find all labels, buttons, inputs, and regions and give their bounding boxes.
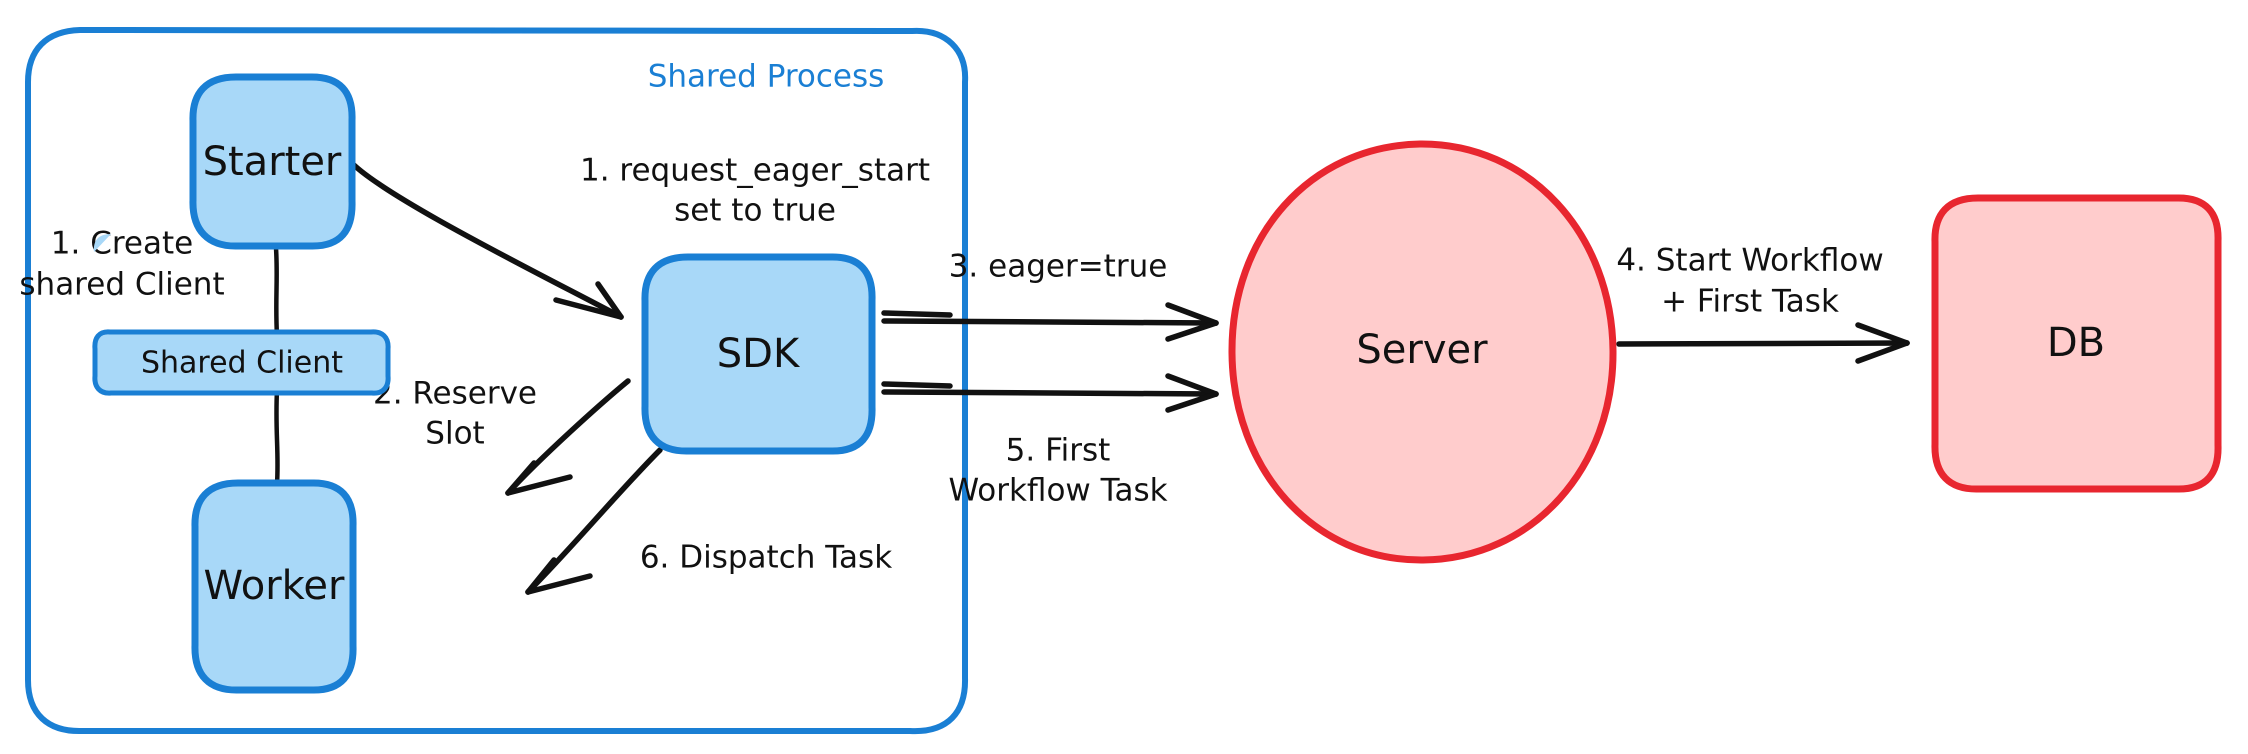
edge-create-shared-client-label: 1. Create shared Client [19, 226, 224, 303]
node-db[interactable]: DB [1931, 194, 2222, 493]
node-shared-client-label: Shared Client [141, 346, 343, 381]
node-db-fill [1934, 197, 2219, 490]
edge-first-workflow-task-arrowhead-a [1165, 373, 1219, 397]
edge-dispatch-task-arrowhead-b [525, 573, 593, 595]
node-sdk-fill [644, 256, 873, 452]
node-starter-border [189, 73, 356, 250]
edge-start-workflow-label-line1: 4. Start Workflow [1616, 243, 1883, 279]
group-shared-process[interactable]: Shared Process [25, 27, 969, 735]
edge-reserve-slot-arrowhead-a [505, 460, 537, 496]
edge-eager-true-line [881, 318, 1219, 326]
node-worker-border [191, 479, 357, 694]
node-server-fill [1232, 144, 1613, 560]
edge-reserve-slot[interactable]: 2. Reserve Slot [373, 376, 631, 496]
node-shared-client[interactable]: Shared Client [92, 234, 391, 396]
edge-first-workflow-task-line [881, 389, 1219, 397]
edge-first-workflow-task-arrowhead-b [1165, 391, 1219, 413]
edge-shared-client-worker-line [274, 387, 280, 487]
edge-start-workflow-arrowhead-a [1855, 322, 1910, 346]
node-shared-client-fill-helper [93, 234, 111, 252]
node-shared-client-border [92, 329, 391, 396]
edge-eager-true-arrowhead-b [1165, 320, 1219, 342]
edge-first-workflow-task-label-line2: Workflow Task [948, 473, 1167, 509]
node-server-border [1228, 140, 1617, 564]
edge-eager-true-line-dup [881, 310, 953, 318]
edge-eager-true[interactable]: 3. eager=true [881, 249, 1219, 342]
node-worker-label: Worker [204, 563, 345, 609]
edge-create-shared-client-label-line1: 1. Create [51, 226, 193, 262]
edge-start-workflow-arrowhead-b [1855, 340, 1910, 364]
edge-dispatch-task-arrowhead-a [525, 557, 557, 595]
edge-request-eager-start-arrowhead-b [553, 297, 624, 320]
node-sdk[interactable]: SDK [641, 253, 876, 455]
group-shared-process-border [25, 27, 969, 735]
edge-reserve-slot-arrowhead-b [505, 474, 573, 496]
node-starter-fill [193, 76, 353, 247]
edge-start-workflow[interactable]: 4. Start Workflow + First Task [1616, 243, 1910, 364]
edge-first-workflow-task-label-line1: 5. First [1006, 433, 1111, 469]
node-db-border [1931, 194, 2222, 493]
edge-reserve-slot-label-line1: 2. Reserve [373, 376, 537, 412]
node-sdk-label: SDK [717, 331, 801, 377]
edge-first-workflow-task-line-dup [881, 381, 953, 389]
node-starter[interactable]: Starter [189, 73, 356, 250]
edge-create-shared-client-line [273, 245, 280, 339]
node-worker-fill [194, 482, 354, 691]
node-server-label: Server [1356, 327, 1488, 373]
edge-start-workflow-line [1616, 340, 1910, 347]
node-shared-client-fill [96, 332, 386, 392]
edge-create-shared-client-label-line2: shared Client [19, 267, 224, 303]
edge-dispatch-task-label: 6. Dispatch Task [640, 540, 892, 576]
edge-request-eager-start-label-line1: 1. request_eager_start [580, 153, 930, 189]
edge-reserve-slot-label-line2: Slot [425, 416, 484, 452]
node-db-label: DB [2047, 320, 2105, 366]
group-shared-process-label: Shared Process [648, 59, 885, 95]
edge-dispatch-task[interactable]: 6. Dispatch Task [525, 447, 892, 595]
edge-eager-true-label: 3. eager=true [949, 249, 1168, 285]
node-worker[interactable]: Worker [191, 479, 357, 694]
edge-shared-client-worker[interactable] [274, 387, 280, 487]
edge-eager-true-arrowhead-a [1165, 302, 1219, 326]
edge-first-workflow-task[interactable]: 5. First Workflow Task [881, 373, 1219, 509]
node-server[interactable]: Server [1228, 140, 1617, 564]
node-sdk-border [641, 253, 876, 455]
edge-request-eager-start-arrowhead-a [595, 281, 624, 320]
node-starter-label: Starter [203, 139, 342, 185]
edge-request-eager-start[interactable]: 1. request_eager_start set to true [346, 153, 930, 320]
edge-start-workflow-label-line2: + First Task [1661, 284, 1839, 320]
edge-request-eager-start-line [346, 157, 624, 320]
edge-request-eager-start-label-line2: set to true [674, 193, 836, 229]
edge-create-shared-client[interactable] [273, 245, 280, 339]
